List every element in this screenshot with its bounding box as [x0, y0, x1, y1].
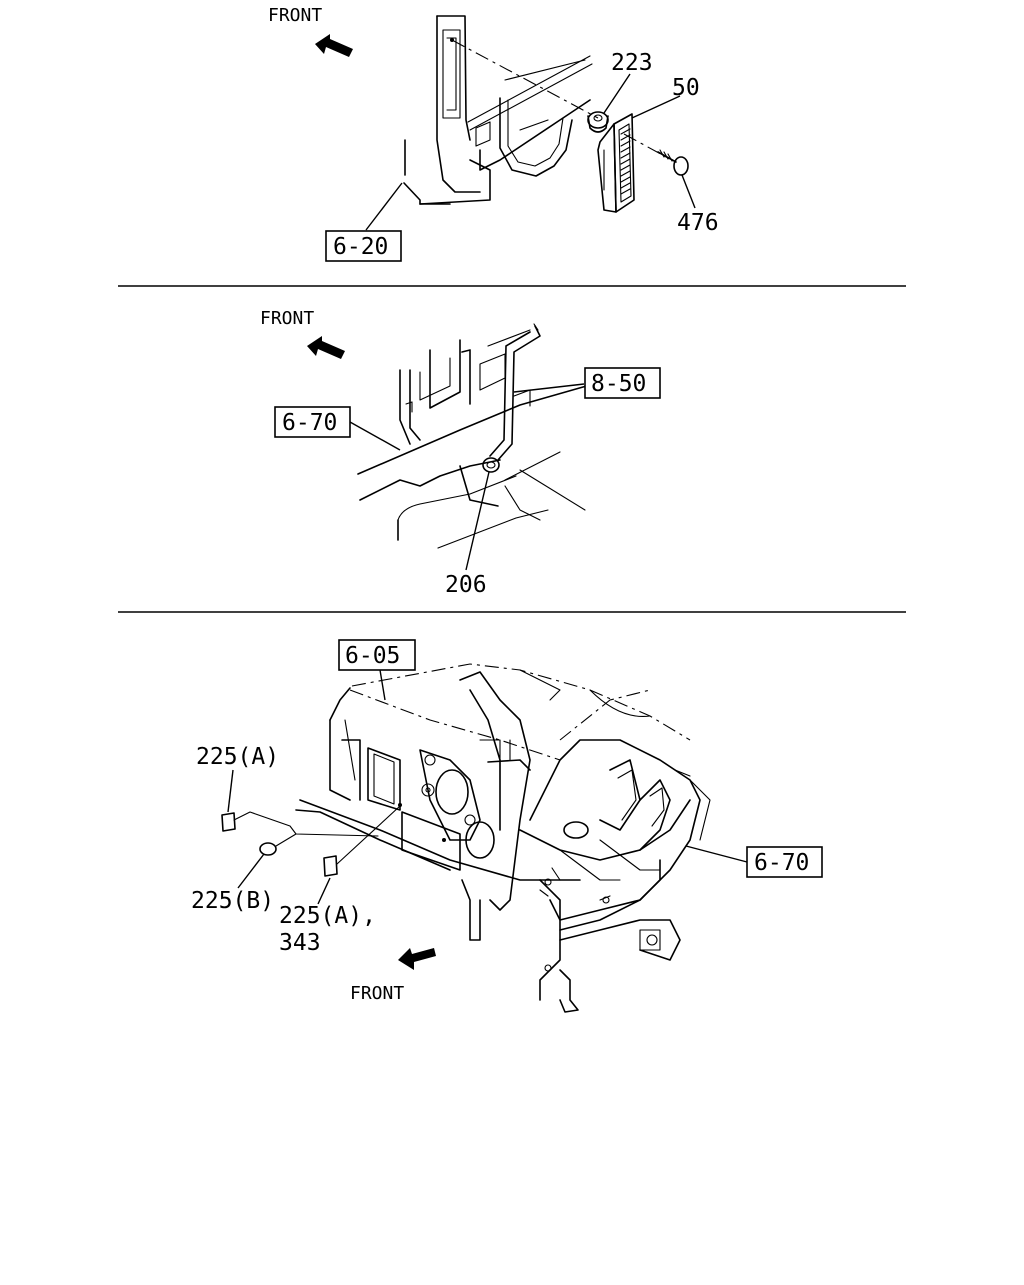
leader-225a-top — [227, 769, 234, 813]
part-206-grommet — [482, 457, 500, 473]
leader-6-05 — [379, 669, 386, 701]
explode-line-225a — [233, 811, 379, 837]
label-476: 476 — [677, 210, 719, 236]
front-arrow-icon-3 — [398, 948, 436, 970]
mount-axis-line — [451, 39, 599, 119]
floor-frame-drawing — [357, 329, 591, 549]
ref-6-20: 6-20 — [333, 234, 388, 260]
label-225b: 225(B) — [191, 888, 274, 914]
ref-8-50: 8-50 — [591, 371, 646, 397]
explode-line-343 — [336, 805, 401, 865]
mount-hole — [450, 38, 454, 42]
leader-8-50 — [513, 383, 585, 393]
part-225a-seal-top — [221, 812, 236, 832]
front-panel-structure-drawing — [295, 663, 711, 1013]
ref-box-6-70-p3 — [746, 846, 823, 878]
leader-50 — [631, 95, 681, 119]
screw-axis-line — [623, 133, 669, 159]
part-223-clip — [587, 111, 609, 133]
ref-6-70-p2: 6-70 — [282, 410, 337, 436]
label-225a-top: 225(A) — [196, 744, 279, 770]
leader-6-20 — [365, 182, 403, 231]
leader-206 — [465, 471, 490, 571]
leader-225b — [237, 853, 265, 889]
leader-225a-bottom — [317, 877, 331, 905]
label-225a-bottom: 225(A), — [279, 903, 376, 929]
part-476-screw — [657, 149, 689, 176]
ref-box-6-70-p2 — [274, 406, 351, 438]
leader-6-70-p2 — [349, 421, 401, 451]
part-8-50-tube — [489, 323, 541, 461]
ref-box-6-20 — [325, 230, 402, 262]
panel-3: 6-05 6-70 225(A) 225(B) 225(A), 343 FRON… — [191, 639, 823, 1013]
label-223: 223 — [611, 50, 653, 76]
panel-1: FRONT — [268, 5, 719, 262]
front-arrow-icon-1 — [315, 34, 353, 57]
front-label-1: FRONT — [268, 5, 322, 26]
explode-line-225b — [275, 833, 297, 847]
panel-2: FRONT — [260, 308, 661, 598]
ref-box-8-50 — [584, 367, 661, 399]
door-pillar-drawing — [403, 15, 593, 205]
front-arrow-icon-2 — [307, 336, 345, 359]
front-label-3: FRONT — [350, 983, 404, 1004]
label-206: 206 — [445, 572, 487, 598]
part-225a-343-seal-bottom — [323, 855, 338, 877]
label-50: 50 — [672, 75, 700, 101]
part-50-step-plate — [597, 113, 635, 213]
ref-6-70-p3: 6-70 — [754, 850, 809, 876]
ref-box-6-05 — [338, 639, 416, 671]
ref-6-05: 6-05 — [345, 643, 400, 669]
part-225b-plug — [259, 842, 277, 856]
leader-223 — [603, 73, 631, 114]
front-label-2: FRONT — [260, 308, 314, 329]
leader-6-70-p3 — [685, 845, 748, 863]
label-343: 343 — [279, 930, 321, 956]
leader-476 — [681, 174, 696, 209]
